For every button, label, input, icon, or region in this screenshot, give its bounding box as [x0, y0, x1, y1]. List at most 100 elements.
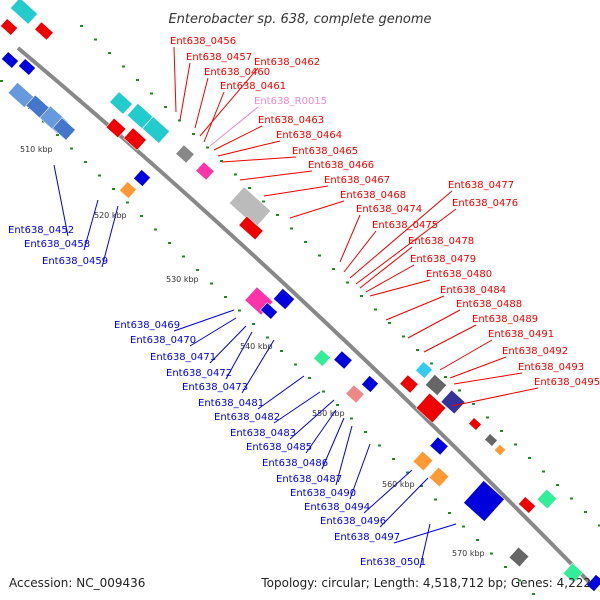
gene-label: Ent638_0452	[8, 225, 74, 236]
gc-skew-mark	[248, 187, 251, 189]
gc-skew-track	[0, 25, 600, 595]
gene-label: Ent638_0475	[372, 220, 438, 231]
gene-label: Ent638_0479	[410, 254, 476, 265]
gene-feature	[440, 389, 466, 415]
gc-skew-mark	[234, 173, 237, 176]
gc-skew-mark	[420, 485, 423, 487]
gene-label: Ent638_0476	[452, 198, 518, 209]
gene-feature	[508, 546, 530, 568]
gc-skew-mark	[518, 579, 521, 582]
leader-line	[213, 125, 263, 151]
scale-tick-label: 510 kbp	[20, 145, 53, 154]
gc-skew-mark	[192, 133, 195, 135]
leader-line	[289, 200, 345, 219]
gene-label: Ent638_0463	[258, 115, 324, 126]
gc-skew-mark	[136, 79, 139, 81]
gene-feature	[345, 384, 365, 404]
gc-skew-mark	[108, 52, 111, 54]
gc-skew-mark	[98, 174, 101, 177]
leader-line	[225, 331, 253, 380]
gene-label: Ent638_0469	[114, 320, 180, 331]
gene-label: Ent638_0490	[290, 488, 356, 499]
gc-skew-mark	[262, 200, 265, 203]
gc-skew-mark	[84, 161, 87, 163]
gc-skew-mark	[318, 254, 321, 257]
gene-feature	[415, 392, 447, 424]
gc-skew-mark	[126, 201, 129, 204]
gc-skew-mark	[224, 296, 227, 298]
gene-feature	[34, 21, 54, 41]
gc-skew-mark	[150, 92, 153, 95]
gc-skew-mark	[486, 416, 489, 419]
gc-skew-mark	[514, 443, 517, 446]
gene-feature	[399, 374, 419, 394]
gc-skew-mark	[570, 497, 573, 500]
gc-skew-mark	[458, 389, 461, 392]
gene-feature	[273, 288, 295, 310]
gc-skew-mark	[280, 350, 283, 352]
gene-label: Ent638_0485	[246, 442, 312, 453]
scale-tick-label: 550 kbp	[312, 409, 345, 418]
gc-skew-mark	[434, 498, 437, 501]
gene-feature	[484, 433, 498, 447]
gene-label: Ent638_0483	[230, 428, 296, 439]
gc-skew-mark	[210, 282, 213, 285]
leader-line	[173, 46, 177, 113]
gc-skew-mark	[252, 323, 255, 325]
gc-skew-mark	[206, 146, 209, 149]
gene-feature	[412, 450, 434, 472]
gc-skew-mark	[196, 269, 199, 271]
scale-tick-label: 570 kbp	[452, 549, 485, 558]
gc-skew-mark	[80, 25, 83, 27]
leader-line	[199, 67, 259, 137]
scale-tick-label: 530 kbp	[166, 275, 199, 284]
gc-skew-mark	[504, 566, 507, 568]
gene-label: Ent638_0464	[276, 130, 342, 141]
leader-line	[385, 295, 445, 321]
gene-label: Ent638_0491	[488, 329, 554, 340]
feature-labels: Ent638_0456Ent638_0457Ent638_0460Ent638_…	[8, 36, 600, 568]
leader-line	[451, 387, 539, 407]
gc-skew-mark	[56, 134, 59, 136]
leader-line	[449, 356, 507, 379]
gc-skew-mark	[532, 593, 535, 595]
gc-skew-mark	[220, 160, 223, 162]
gene-feature	[10, 0, 38, 25]
gc-skew-mark	[444, 376, 447, 378]
gc-skew-mark	[70, 147, 73, 150]
leader-line	[335, 425, 353, 486]
gene-feature	[536, 488, 558, 510]
leader-line	[393, 523, 457, 544]
gc-skew-mark	[276, 214, 279, 216]
leader-line	[257, 375, 305, 410]
gene-label: Ent638_0492	[502, 346, 568, 357]
gc-skew-mark	[168, 242, 171, 244]
leader-line	[419, 523, 431, 569]
gc-skew-mark	[528, 457, 531, 459]
genome-summary-text: Topology: circular; Length: 4,518,712 bp…	[260, 576, 591, 590]
gene-feature	[463, 480, 505, 522]
gc-skew-mark	[388, 322, 391, 324]
leader-line	[273, 391, 321, 424]
leader-line	[321, 417, 345, 470]
leader-line	[173, 309, 235, 332]
gene-label: Ent638_0472	[166, 368, 232, 379]
gc-skew-mark	[94, 38, 97, 41]
leader-line	[349, 190, 453, 279]
gc-skew-mark	[182, 255, 185, 258]
gc-skew-mark	[294, 363, 297, 366]
leader-line	[379, 477, 429, 528]
gc-skew-mark	[336, 404, 339, 406]
leader-line	[369, 279, 431, 297]
gc-skew-mark	[346, 281, 349, 284]
label-leader-lines	[53, 46, 539, 569]
gc-skew-mark	[476, 539, 479, 541]
leader-line	[423, 324, 477, 353]
leader-line	[359, 246, 413, 289]
gene-feature	[361, 375, 379, 393]
gene-feature	[333, 350, 353, 370]
gc-skew-mark	[374, 308, 377, 311]
